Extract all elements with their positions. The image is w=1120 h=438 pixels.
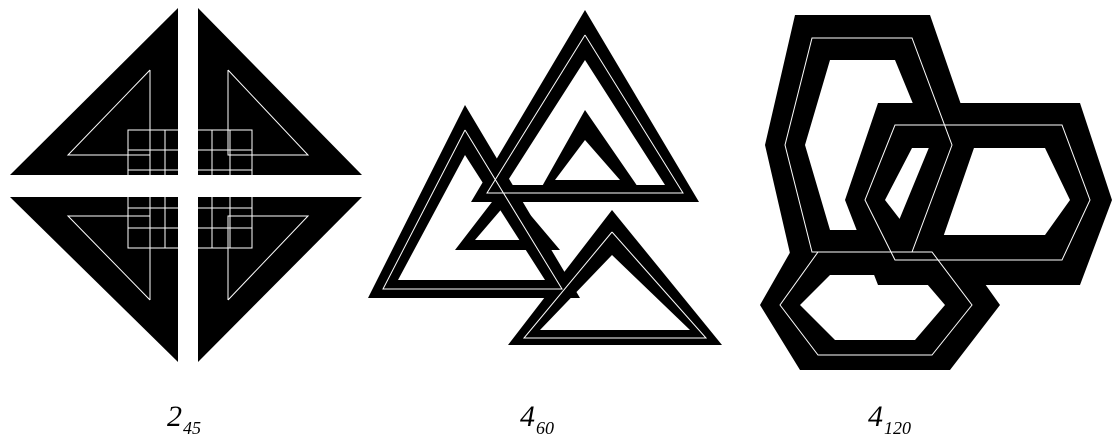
knot-figure-2-45: [10, 8, 362, 362]
quadrant-bottom-right: [198, 197, 362, 362]
hexagon-bottom: [760, 235, 1000, 370]
center-hole-top: [178, 160, 198, 172]
quadrant-bottom-left: [10, 197, 178, 362]
figure-label-4-120: 4120: [868, 402, 911, 432]
figures-canvas: [0, 0, 1120, 400]
figure-label-4-60: 460: [520, 402, 554, 432]
figure-label-2-45: 245: [167, 402, 201, 432]
knot-figure-4-60: [368, 10, 722, 345]
knot-figure-4-120: [760, 15, 1112, 370]
center-hole-bottom: [178, 205, 198, 215]
